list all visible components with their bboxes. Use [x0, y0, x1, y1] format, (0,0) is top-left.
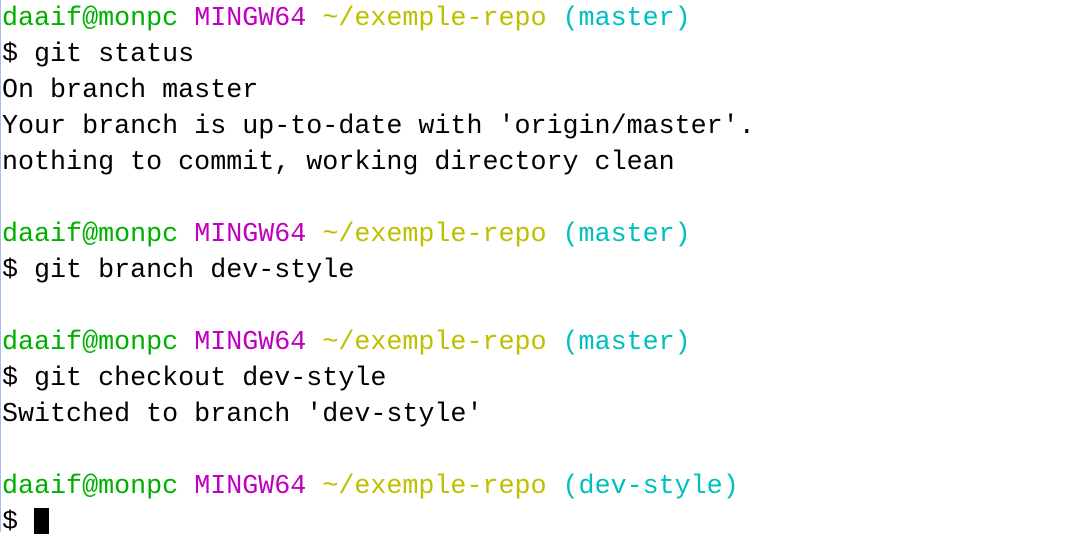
- prompt-line: daaif@monpc MINGW64 ~/exemple-repo (mast…: [2, 1, 755, 37]
- output-line: Your branch is up-to-date with 'origin/m…: [2, 109, 755, 145]
- prompt-user: daaif@monpc: [2, 220, 179, 250]
- prompt-line: daaif@monpc MINGW64 ~/exemple-repo (mast…: [2, 325, 755, 361]
- command-text: $: [2, 508, 35, 538]
- prompt-system: MINGW64: [194, 472, 307, 502]
- prompt-path: ~/exemple-repo: [322, 328, 547, 358]
- output-line: Switched to branch 'dev-style': [2, 397, 755, 433]
- prompt-branch: (master): [562, 220, 691, 250]
- command-text: $ git checkout dev-style: [2, 364, 387, 394]
- command-line: $ git branch dev-style: [2, 253, 755, 289]
- prompt-path: ~/exemple-repo: [322, 4, 547, 34]
- prompt-user: daaif@monpc: [2, 472, 179, 502]
- prompt-system: MINGW64: [194, 220, 307, 250]
- command-line: $ git checkout dev-style: [2, 361, 755, 397]
- output-text: Your branch is up-to-date with 'origin/m…: [2, 112, 755, 142]
- prompt-branch: (master): [562, 328, 691, 358]
- blank-line: [2, 181, 755, 217]
- command-text: $ git status: [2, 40, 195, 70]
- output-text: nothing to commit, working directory cle…: [2, 148, 675, 178]
- output-text: Switched to branch 'dev-style': [2, 400, 483, 430]
- command-line: $ git status: [2, 37, 755, 73]
- text-cursor: [34, 508, 50, 534]
- output-line: nothing to commit, working directory cle…: [2, 145, 755, 181]
- prompt-line: daaif@monpc MINGW64 ~/exemple-repo (mast…: [2, 217, 755, 253]
- prompt-line: daaif@monpc MINGW64 ~/exemple-repo (dev-…: [2, 469, 755, 505]
- command-line: $: [2, 505, 755, 541]
- output-text: On branch master: [2, 76, 259, 106]
- blank-line: [2, 433, 755, 469]
- prompt-path: ~/exemple-repo: [322, 220, 547, 250]
- command-text: $ git branch dev-style: [2, 256, 355, 286]
- output-line: On branch master: [2, 73, 755, 109]
- prompt-system: MINGW64: [194, 328, 307, 358]
- prompt-user: daaif@monpc: [2, 328, 179, 358]
- prompt-branch: (dev-style): [562, 472, 739, 502]
- prompt-branch: (master): [562, 4, 691, 34]
- window-edge: [0, 0, 1, 532]
- prompt-user: daaif@monpc: [2, 4, 179, 34]
- terminal-output[interactable]: daaif@monpc MINGW64 ~/exemple-repo (mast…: [2, 1, 755, 541]
- blank-line: [2, 289, 755, 325]
- prompt-system: MINGW64: [194, 4, 307, 34]
- prompt-path: ~/exemple-repo: [322, 472, 547, 502]
